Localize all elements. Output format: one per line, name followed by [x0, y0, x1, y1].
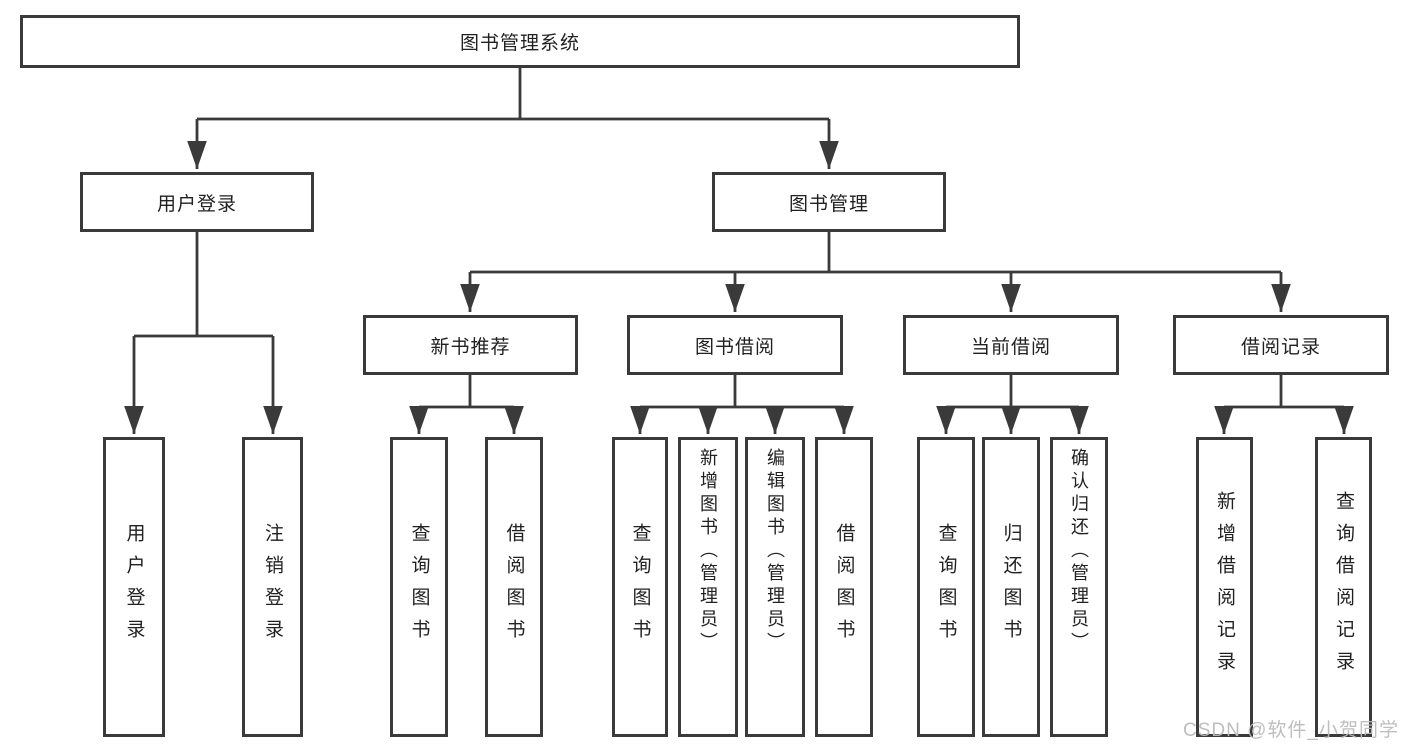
- leaf-borrow-books-recommend: 借阅图书: [485, 437, 543, 737]
- node-user-login: 用户登录: [80, 172, 314, 232]
- node-label: 查询图书: [408, 523, 430, 651]
- node-label: 查询图书: [935, 523, 957, 651]
- node-label: 新书推荐: [430, 336, 511, 358]
- node-label: 借阅图书: [503, 523, 525, 651]
- node-label: 用户登录: [123, 523, 145, 651]
- node-book-management: 图书管理: [712, 172, 946, 232]
- node-current-borrow: 当前借阅: [903, 315, 1119, 375]
- node-label: 查询借阅记录: [1333, 491, 1354, 683]
- node-label: 查询图书: [629, 523, 651, 651]
- leaf-query-borrow-record: 查询借阅记录: [1315, 437, 1372, 737]
- node-new-book-recommend: 新书推荐: [363, 315, 578, 375]
- node-label: 用户登录: [156, 193, 237, 215]
- leaf-return-books: 归还图书: [982, 437, 1040, 737]
- csdn-watermark: CSDN @软件_小贺同学: [1183, 720, 1399, 741]
- node-label: 确认归还（管理员）: [1069, 448, 1089, 655]
- leaf-logout: 注销登录: [242, 437, 303, 737]
- leaf-query-books-current: 查询图书: [917, 437, 975, 737]
- node-library-system: 图书管理系统: [20, 15, 1020, 68]
- node-label: 图书管理系统: [459, 33, 580, 54]
- leaf-query-books-borrow: 查询图书: [612, 437, 668, 737]
- node-label: 新增图书（管理员）: [698, 448, 718, 655]
- leaf-confirm-return-admin: 确认归还（管理员）: [1050, 437, 1108, 737]
- node-label: 借阅记录: [1240, 336, 1321, 358]
- leaf-edit-book-admin: 编辑图书（管理员）: [745, 437, 805, 737]
- node-label: 图书借阅: [694, 336, 775, 358]
- node-label: 图书管理: [788, 193, 869, 215]
- leaf-user-login: 用户登录: [103, 437, 165, 737]
- node-label: 新增借阅记录: [1214, 491, 1235, 683]
- leaf-add-borrow-record: 新增借阅记录: [1196, 437, 1253, 737]
- node-label: 编辑图书（管理员）: [765, 448, 785, 655]
- node-label: 归还图书: [1000, 523, 1022, 651]
- leaf-query-books-recommend: 查询图书: [390, 437, 448, 737]
- node-label: 注销登录: [262, 523, 283, 651]
- node-borrow-records: 借阅记录: [1173, 315, 1389, 375]
- node-label: 借阅图书: [833, 523, 855, 651]
- leaf-borrow-books: 借阅图书: [815, 437, 873, 737]
- node-book-borrow: 图书借阅: [627, 315, 843, 375]
- leaf-add-book-admin: 新增图书（管理员）: [678, 437, 738, 737]
- node-label: 当前借阅: [970, 336, 1051, 358]
